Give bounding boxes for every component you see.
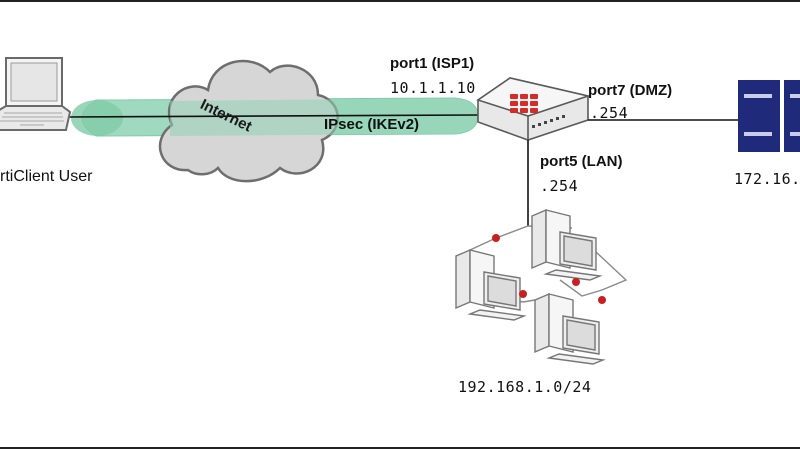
port7-ip-label: .254: [590, 104, 629, 122]
lan-node-dot: [492, 234, 606, 304]
laptop-icon: [0, 57, 72, 131]
client-to-firewall-link: [65, 114, 481, 118]
server-icon: [738, 80, 800, 152]
server-ip-label: 172.16.: [734, 170, 800, 188]
lan-pc-icon: [531, 208, 603, 281]
port1-ip-label: 10.1.1.10: [390, 79, 476, 97]
port1-name-label: port1 (ISP1): [390, 55, 475, 72]
tunnel-label: IPsec (IKEv2): [324, 116, 420, 133]
fortinet-logo-icon: [510, 94, 538, 113]
lan-pc-icon: [455, 248, 527, 321]
lan-pc-icon: [534, 292, 606, 365]
fortigate-firewall-icon: [476, 77, 591, 141]
port7-name-label: port7 (DMZ): [588, 82, 673, 99]
client-label: rtiClient User: [0, 168, 93, 185]
port5-ip-label: .254: [540, 177, 579, 195]
lan-subnet-label: 192.168.1.0/24: [458, 378, 592, 396]
port5-name-label: port5 (LAN): [540, 153, 623, 170]
ipsec-tunnel-overlay: [170, 98, 478, 136]
